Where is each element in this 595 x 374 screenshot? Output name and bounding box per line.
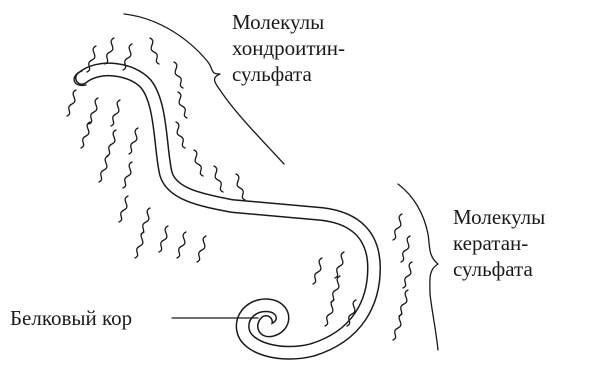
keratan-sulfate-label: Молекулы кератан- сульфата [453,204,545,282]
chondroitin-label-line: хондроитин- [232,35,345,61]
chondroitin-sulfate-label: Молекулы хондроитин- сульфата [232,9,345,87]
keratan-label-line: Молекулы [453,204,545,230]
keratan-label-line: сульфата [453,256,545,282]
keratan-label-line: кератан- [453,230,545,256]
protein-core-label: Белковый кор [10,305,132,331]
chondroitin-label-line: сульфата [232,61,345,87]
keratan-brace [398,184,438,350]
chondroitin-label-line: Молекулы [232,9,345,35]
